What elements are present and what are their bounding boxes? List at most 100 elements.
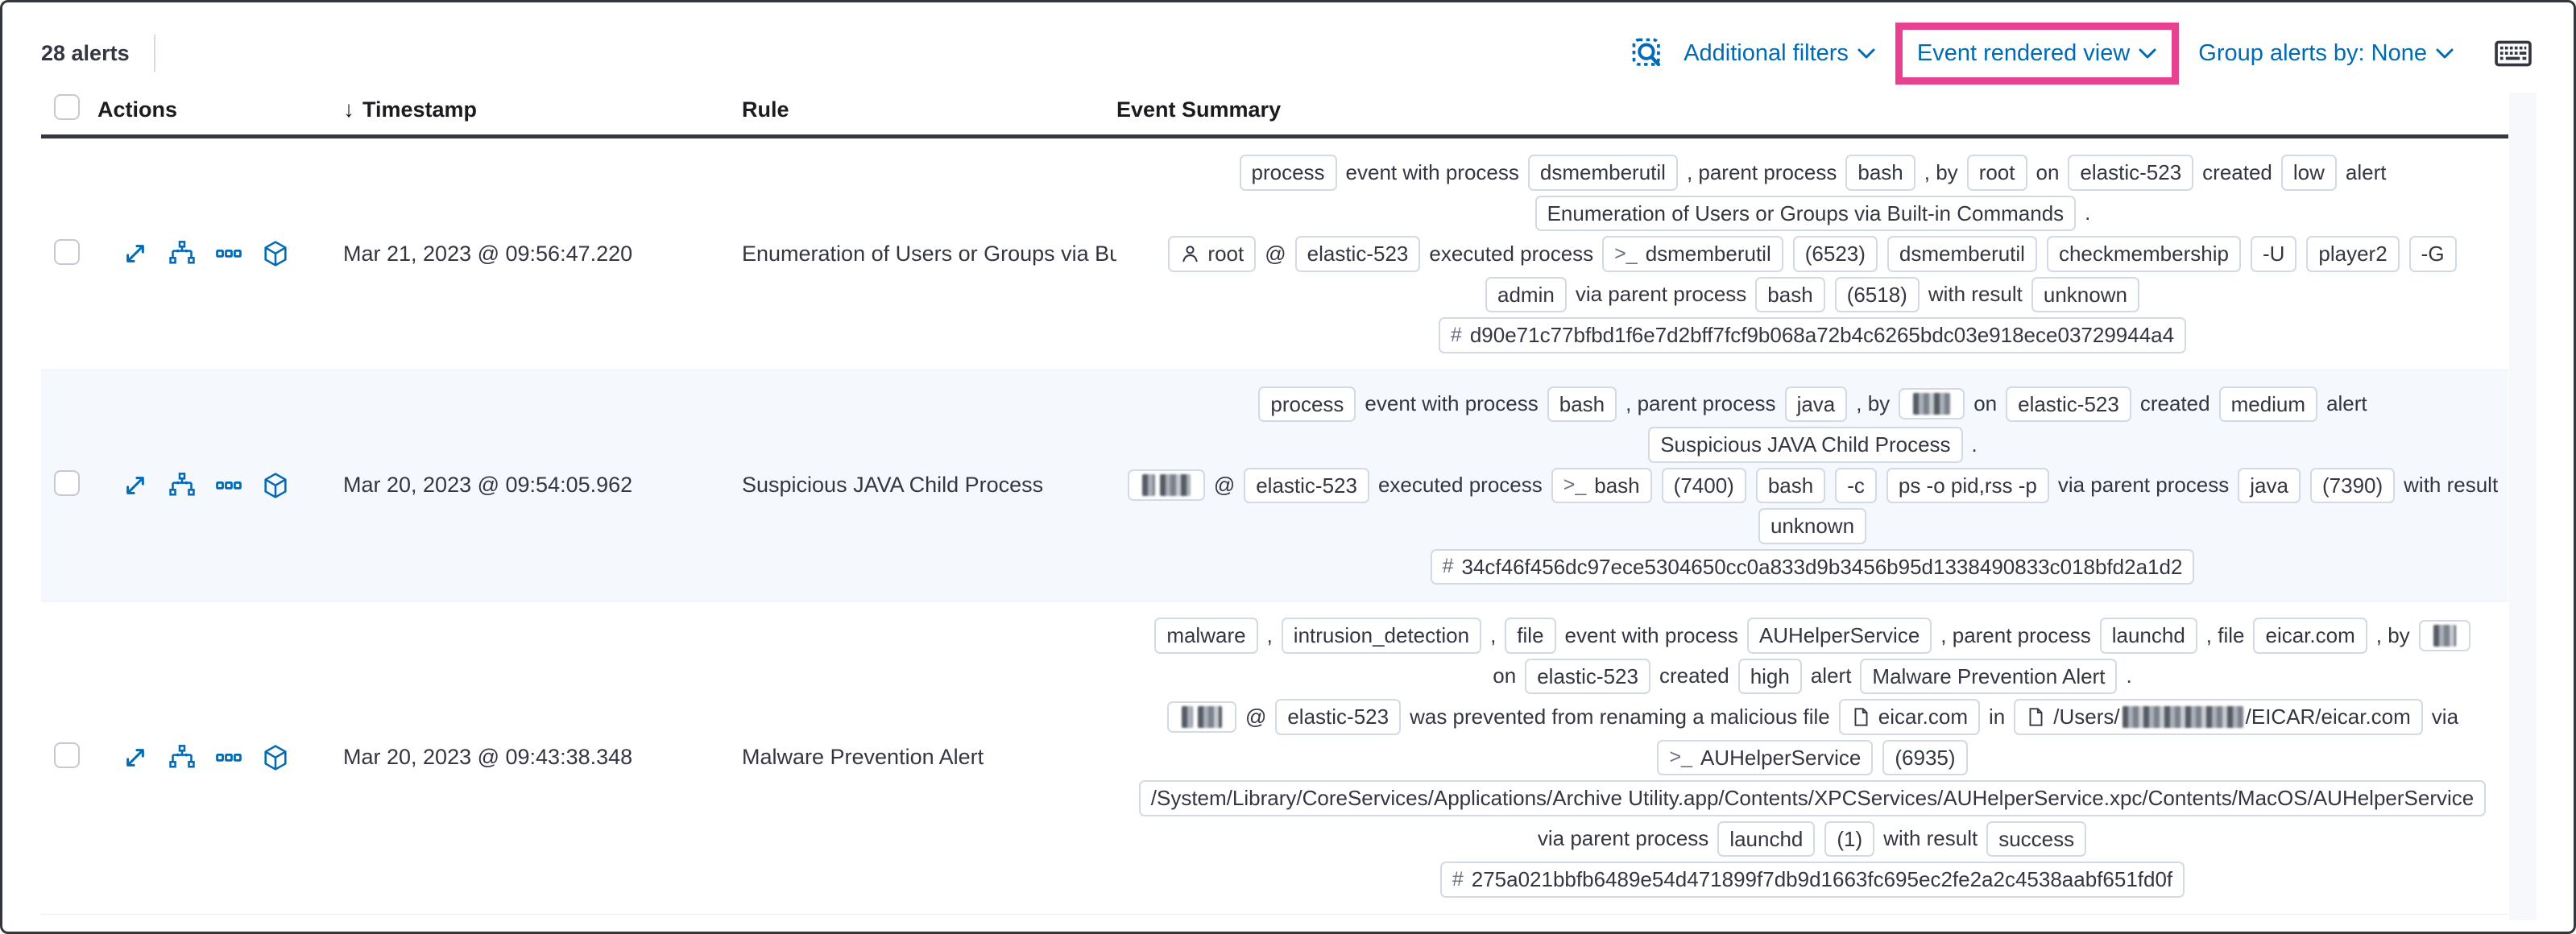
- summary-badge[interactable]: -U: [2250, 236, 2297, 272]
- summary-badge[interactable]: -c: [1835, 467, 1877, 503]
- select-all-checkbox[interactable]: [54, 93, 80, 120]
- summary-badge[interactable]: (6518): [1834, 276, 1920, 312]
- additional-filters-dropdown[interactable]: Additional filters: [1684, 40, 1876, 67]
- row-checkbox[interactable]: [54, 470, 80, 497]
- summary-badge[interactable]: [2418, 619, 2470, 651]
- summary-badge[interactable]: file: [1505, 618, 1556, 654]
- summary-badge[interactable]: medium: [2218, 386, 2318, 422]
- additional-filters-label: Additional filters: [1684, 39, 1849, 66]
- summary-badge[interactable]: (7390): [2309, 467, 2396, 503]
- alerts-toolbar: 28 alerts Additional filters Event rende…: [41, 22, 2532, 85]
- summary-badge[interactable]: bash: [1845, 155, 1915, 191]
- summary-badge[interactable]: ps -o pid,rss -p: [1886, 467, 2049, 503]
- summary-badge[interactable]: (6935): [1882, 739, 1968, 775]
- summary-text: @: [1213, 473, 1236, 498]
- summary-text: was prevented from renaming a malicious …: [1410, 704, 1830, 729]
- badge-text: java: [1796, 391, 1836, 416]
- summary-badge[interactable]: elastic-523: [1275, 699, 1402, 735]
- summary-badge[interactable]: [1166, 700, 1236, 733]
- summary-badge[interactable]: eicar.com: [1838, 699, 1981, 735]
- summary-badge[interactable]: java: [2238, 467, 2301, 503]
- badge-text: file: [1517, 623, 1544, 647]
- summary-badge[interactable]: checkmembership: [2046, 236, 2241, 272]
- scrollbar-track[interactable]: [2509, 93, 2537, 920]
- keyboard-shortcuts-button[interactable]: [2495, 40, 2532, 67]
- expand-alert-icon[interactable]: [122, 744, 149, 771]
- more-actions-icon[interactable]: [215, 240, 242, 267]
- inspect-button[interactable]: [1630, 36, 1664, 70]
- summary-text: on: [1493, 663, 1517, 688]
- summary-badge[interactable]: player2: [2306, 236, 2400, 272]
- more-actions-icon[interactable]: [215, 744, 242, 771]
- summary-badge[interactable]: elastic-523: [2068, 155, 2194, 191]
- summary-badge[interactable]: Malware Prevention Alert: [1860, 658, 2118, 694]
- summary-text: event with process: [1345, 159, 1519, 184]
- summary-badge[interactable]: (7400): [1661, 467, 1746, 503]
- badge-text: eicar.com: [2265, 623, 2355, 647]
- summary-badge[interactable]: /System/Library/CoreServices/Application…: [1138, 780, 2487, 816]
- chevron-down-icon: [1857, 48, 1876, 60]
- summary-badge[interactable]: malware: [1154, 618, 1258, 654]
- investigate-in-timeline-icon[interactable]: [262, 240, 289, 267]
- badge-text: checkmembership: [2058, 242, 2229, 266]
- summary-badge[interactable]: process: [1239, 155, 1337, 191]
- summary-badge[interactable]: bash: [1547, 386, 1617, 422]
- summary-badge[interactable]: high: [1737, 658, 1802, 694]
- badge-text: elastic-523: [2080, 160, 2182, 184]
- summary-badge[interactable]: #34cf46f456dc97ece5304650cc0a833d9b3456b…: [1430, 548, 2195, 585]
- summary-badge[interactable]: admin: [1485, 276, 1567, 312]
- analyze-event-icon[interactable]: [168, 472, 196, 499]
- summary-badge[interactable]: root: [1966, 155, 2027, 191]
- summary-badge[interactable]: bash: [1755, 467, 1826, 503]
- summary-badge[interactable]: low: [2280, 155, 2337, 191]
- event-rendered-view-dropdown[interactable]: Event rendered view: [1917, 40, 2157, 67]
- summary-badge[interactable]: dsmemberutil: [1886, 236, 2037, 272]
- summary-badge[interactable]: #d90e71c77bfbd1f6e7d2bff7fcf9b068a72b4c6…: [1438, 317, 2187, 353]
- summary-badge[interactable]: elastic-523: [1294, 236, 1421, 272]
- summary-badge[interactable]: dsmemberutil: [1527, 155, 1678, 191]
- summary-badge[interactable]: [1899, 388, 1965, 420]
- chevron-down-icon: [2435, 48, 2454, 60]
- expand-alert-icon[interactable]: [122, 472, 149, 499]
- summary-badge[interactable]: elastic-523: [1244, 467, 1369, 503]
- summary-badge[interactable]: process: [1258, 386, 1356, 422]
- summary-badge[interactable]: /Users//EICAR/eicar.com: [2014, 699, 2423, 735]
- summary-badge[interactable]: >_dsmemberutil: [1602, 236, 1783, 272]
- summary-badge[interactable]: AUHelperService: [1746, 618, 1932, 654]
- badge-text: ps -o pid,rss -p: [1898, 473, 2037, 498]
- summary-badge[interactable]: intrusion_detection: [1281, 618, 1482, 654]
- summary-badge[interactable]: unknown: [1758, 508, 1867, 544]
- summary-badge[interactable]: bash: [1755, 276, 1825, 312]
- investigate-in-timeline-icon[interactable]: [262, 744, 289, 771]
- summary-badge[interactable]: >_AUHelperService: [1657, 739, 1874, 775]
- summary-badge[interactable]: java: [1784, 386, 1848, 422]
- timestamp-cell: Mar 20, 2023 @ 09:54:05.962: [343, 473, 633, 498]
- badge-text: player2: [2318, 242, 2388, 266]
- summary-badge[interactable]: root: [1168, 236, 1257, 272]
- investigate-in-timeline-icon[interactable]: [262, 472, 289, 499]
- summary-badge[interactable]: #275a021bbfb6489e54d471899f7db9d1663fc69…: [1439, 862, 2185, 898]
- more-actions-icon[interactable]: [215, 472, 242, 499]
- summary-badge[interactable]: (1): [1824, 820, 1875, 857]
- summary-badge[interactable]: launchd: [1717, 820, 1816, 857]
- summary-badge[interactable]: launchd: [2099, 618, 2197, 654]
- row-checkbox[interactable]: [54, 238, 80, 265]
- summary-badge[interactable]: unknown: [2031, 276, 2139, 312]
- summary-badge[interactable]: Suspicious JAVA Child Process: [1648, 427, 1963, 463]
- row-checkbox[interactable]: [54, 742, 80, 769]
- summary-badge[interactable]: Enumeration of Users or Groups via Built…: [1534, 195, 2077, 231]
- summary-badge[interactable]: [1127, 469, 1205, 502]
- expand-alert-icon[interactable]: [122, 240, 149, 267]
- summary-badge[interactable]: elastic-523: [1525, 658, 1650, 694]
- summary-badge[interactable]: success: [1986, 820, 2087, 857]
- summary-badge[interactable]: -G: [2408, 236, 2457, 272]
- summary-text: via parent process: [2057, 473, 2230, 498]
- analyze-event-icon[interactable]: [168, 744, 196, 771]
- summary-badge[interactable]: elastic-523: [2006, 386, 2131, 422]
- summary-badge[interactable]: (6523): [1792, 236, 1878, 272]
- group-alerts-dropdown[interactable]: Group alerts by: None: [2198, 40, 2454, 67]
- summary-badge[interactable]: >_bash: [1551, 467, 1652, 503]
- column-header-timestamp[interactable]: ↓ Timestamp: [335, 97, 742, 122]
- summary-badge[interactable]: eicar.com: [2253, 618, 2367, 654]
- analyze-event-icon[interactable]: [168, 240, 196, 267]
